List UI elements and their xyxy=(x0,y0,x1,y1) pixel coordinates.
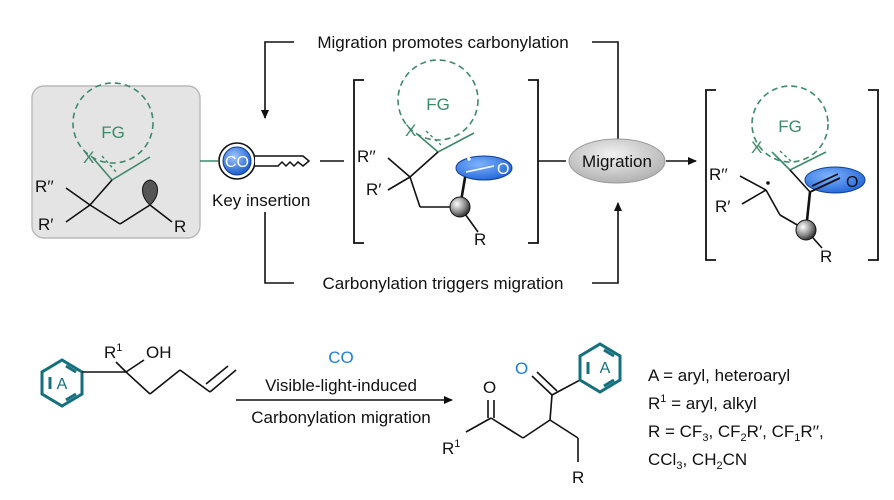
fg-label: FG xyxy=(426,95,450,114)
substituent-definitions: A = aryl, heteroaryl R1 = aryl, alkyl R … xyxy=(648,366,824,472)
r-dprime-label: R′′ xyxy=(35,177,54,196)
oxygen-label: O xyxy=(497,161,509,178)
reagent-co: CO xyxy=(328,348,354,367)
svg-text:CCl3, CH2CN: CCl3, CH2CN xyxy=(648,450,747,472)
r1-def-superscript: 1 xyxy=(660,393,666,405)
r-prime-label: R′ xyxy=(38,215,53,234)
r-def-part: CN xyxy=(723,450,748,469)
r-def-part: R = CF xyxy=(648,422,702,441)
r-prime-label: R′ xyxy=(366,180,381,199)
x-label: X xyxy=(751,138,762,157)
ketone-oxygen-1: O xyxy=(483,378,496,397)
co-badge: CO xyxy=(225,154,249,171)
migration-label: Migration xyxy=(582,152,652,171)
key-insertion-label: Key insertion xyxy=(212,191,310,210)
r-dprime-label: R′′ xyxy=(709,165,728,184)
radical-orbital xyxy=(142,179,158,206)
product-structure: FG X O R′′ R′ R xyxy=(705,85,879,266)
r-prime-label: R′ xyxy=(715,197,730,216)
r1-def-label: R xyxy=(648,394,660,413)
top-cycle-arrow: Migration promotes carbonylation xyxy=(261,33,619,140)
r-dprime-label: R′′ xyxy=(357,147,376,166)
condition-line-2: Carbonylation migration xyxy=(251,408,431,427)
svg-text:R = CF3, CF2R′, CF1R′′,: R = CF3, CF2R′, CF1R′′, xyxy=(648,422,824,444)
r-def-part: R′′, xyxy=(800,422,823,441)
a-definition: A = aryl, heteroaryl xyxy=(648,366,790,385)
x-label: X xyxy=(83,148,94,167)
ring-label: A xyxy=(600,360,611,377)
r-label: R xyxy=(174,217,186,236)
product-r1-superscript: 1 xyxy=(454,438,460,450)
r-def-sub: 1 xyxy=(794,432,800,444)
bottom-cycle-arrow: Carbonylation triggers migration xyxy=(264,202,622,293)
aryl-ring-a xyxy=(40,358,84,408)
r-def-sub: 2 xyxy=(741,432,747,444)
fg-ring-dashed xyxy=(397,59,479,141)
substrate-box: FG X R′′ R′ R xyxy=(31,82,201,239)
reactant-structure: A R1 OH xyxy=(40,342,237,408)
r1-superscript: 1 xyxy=(116,342,122,354)
r-def-sub: 2 xyxy=(716,460,722,472)
r-def-sub: 3 xyxy=(702,432,708,444)
x-label: X xyxy=(405,121,416,140)
condition-line-1: Visible-light-induced xyxy=(265,376,417,395)
aryl-ring-a xyxy=(578,342,622,394)
r-def-sub: 3 xyxy=(676,460,682,472)
migration-node: Migration xyxy=(568,138,666,184)
r-def-part: , CF xyxy=(708,422,740,441)
co-key-icon: CO Key insertion xyxy=(212,142,310,210)
product-r1-label: R xyxy=(442,439,454,458)
fg-ring-dashed xyxy=(751,85,829,163)
oh-label: OH xyxy=(146,343,172,362)
fg-label: FG xyxy=(778,117,802,136)
svg-text:R1 = aryl, alkyl: R1 = aryl, alkyl xyxy=(648,393,757,413)
bottom-arrow-label: Carbonylation triggers migration xyxy=(323,274,564,293)
r1-label: R xyxy=(104,343,116,362)
r-label: R xyxy=(820,247,832,266)
r-label: R xyxy=(474,230,486,249)
r-def-part: , CH xyxy=(682,450,716,469)
r-def-part: R′, CF xyxy=(747,422,795,441)
ketone-oxygen-2: O xyxy=(515,359,528,378)
product-r-label: R xyxy=(572,468,584,487)
intermediate-structure: FG X O R′′ R′ R xyxy=(353,59,539,249)
svg-text:R1: R1 xyxy=(442,438,460,458)
fg-ring-dashed xyxy=(72,82,154,164)
top-arrow-label: Migration promotes carbonylation xyxy=(317,33,568,52)
r1-definition: = aryl, alkyl xyxy=(666,394,756,413)
ring-label: A xyxy=(57,376,68,393)
svg-text:R1: R1 xyxy=(104,342,122,362)
oxygen-label: O xyxy=(846,174,858,191)
product-diketone: O R1 O A R xyxy=(442,342,622,487)
fg-label: FG xyxy=(101,123,125,142)
r-def-part: CCl xyxy=(648,450,676,469)
reaction-conditions: CO Visible-light-induced Carbonylation m… xyxy=(236,348,453,427)
